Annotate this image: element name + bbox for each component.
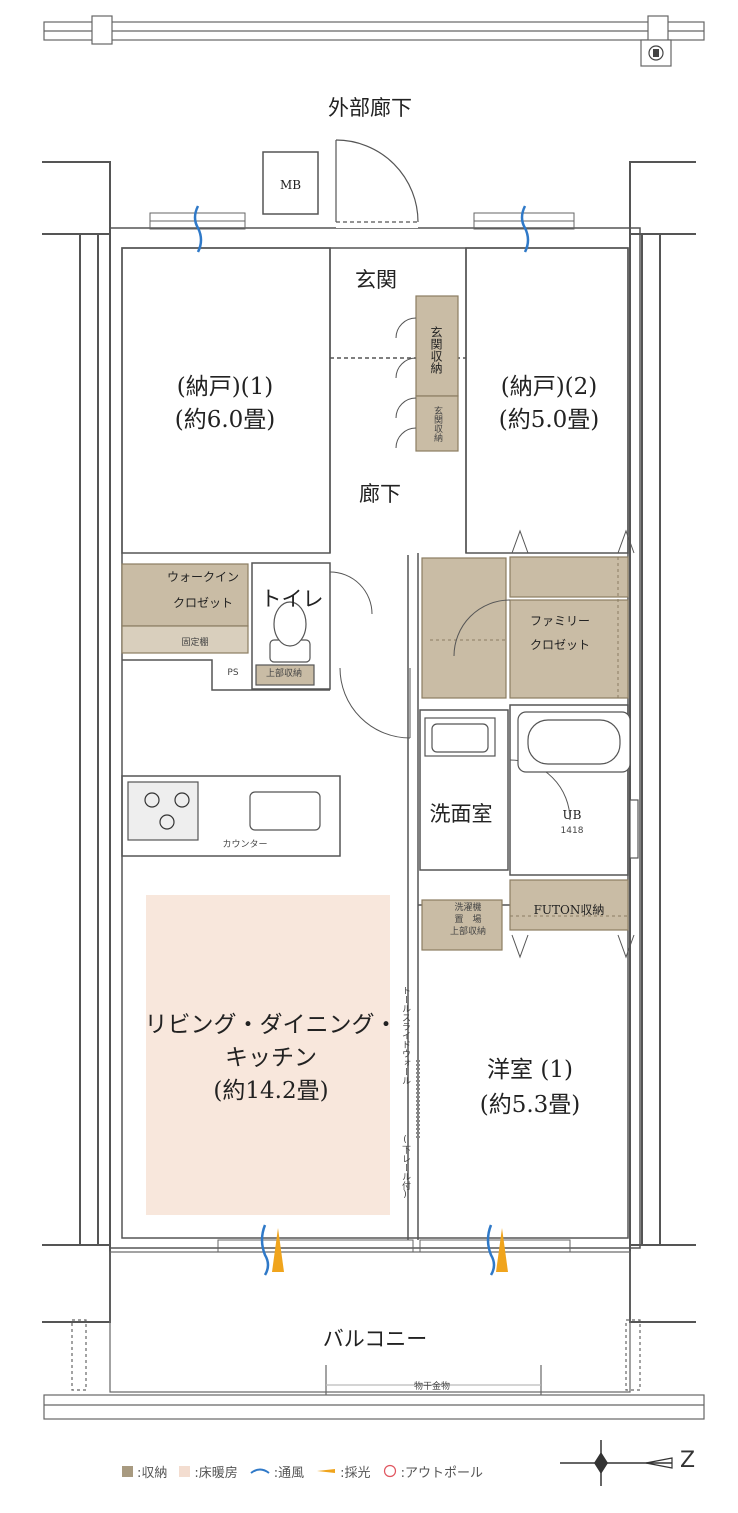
walk-in-closet-label-2: クロゼット (172, 596, 233, 610)
slide-wall-label: トールスライドウォール (400, 985, 410, 1085)
hallway-label: 廊下 (359, 482, 401, 506)
laundry-label-2: 置 場 (454, 915, 482, 925)
kitchen-counter (127, 781, 321, 841)
toilet-label: トイレ (260, 587, 324, 611)
ps-label: PS (227, 668, 239, 678)
counter-label: カウンター (222, 840, 268, 850)
outside-corridor-label: 外部廊下 (328, 96, 412, 120)
washroom-label: 洗面室 (429, 802, 493, 826)
storage-room-2-size: (約5.0畳) (498, 407, 600, 433)
legend-label: :床暖房 (194, 1465, 238, 1481)
entrance-door (335, 139, 419, 228)
ub-label: UB (562, 808, 582, 822)
balcony-windows (217, 1239, 571, 1253)
closet-arrow-markers (511, 529, 635, 959)
compass: Z (556, 1438, 706, 1488)
storage-areas (121, 295, 629, 951)
futon-storage-label: FUTON収納 (533, 903, 605, 917)
ldk-size-label: (約14.2畳) (213, 1078, 329, 1104)
stove-icon (144, 792, 190, 830)
laundry-label-1: 洗濯機 (454, 903, 482, 913)
entrance-storage-1-label: 玄関収納 (429, 326, 443, 374)
lighting-legend-icon (317, 1469, 336, 1473)
entrance-storage-2-label: 玄関収納 (432, 406, 442, 442)
family-closet-label-2: クロゼット (529, 638, 590, 652)
toilet-fixture (255, 601, 315, 686)
bathtub (517, 711, 639, 859)
slide-wall-rail-label: (下レール付) (400, 1134, 410, 1200)
balcony-area (43, 1251, 705, 1420)
mb-box (262, 151, 319, 215)
storage-room-1-size: (約6.0畳) (174, 407, 276, 433)
legend-item-lighting: :採光 (316, 1462, 371, 1481)
storage-room-1-name: (納戸)(1) (176, 374, 274, 400)
lighting-icon (272, 1228, 508, 1272)
western-room-name: 洋室 (1) (487, 1057, 573, 1083)
entrance-label: 玄関 (355, 268, 397, 292)
storage-room-2-name: (納戸)(2) (500, 374, 598, 400)
legend-label: :収納 (137, 1465, 168, 1481)
ldk-label-2: キッチン (225, 1045, 317, 1071)
washbasin (424, 717, 496, 757)
legend-label: :通風 (273, 1465, 305, 1481)
mb-label: MB (279, 178, 302, 192)
storage-swatch-icon (122, 1465, 133, 1477)
floor-heating-area (146, 895, 390, 1215)
outpole-icon (648, 45, 664, 61)
family-closet-label-1: ファミリー (529, 614, 590, 628)
ventilation-icon (193, 205, 530, 1276)
legend-item-ventilation: :通風 (250, 1462, 304, 1481)
compass-icon (560, 1440, 673, 1486)
western-room-size: (約5.3畳) (479, 1092, 581, 1118)
compass-letter: Z (680, 1448, 696, 1473)
outpole-legend-icon (383, 1464, 396, 1478)
laundry-label-3: 上部収納 (449, 927, 486, 937)
legend-item-storage: :収納 (122, 1462, 167, 1481)
storage-detail-lines (430, 557, 628, 917)
ldk-label-1: リビング・ダイニング・ (144, 1012, 398, 1038)
corridor-railing (43, 15, 705, 67)
balcony-label: バルコニー (322, 1327, 428, 1351)
toilet-upper-storage-label: 上部収納 (265, 669, 302, 679)
ub-size-label: 1418 (560, 826, 584, 836)
legend-item-floor-heating: :床暖房 (179, 1462, 238, 1481)
legend-label: :アウトポール (400, 1465, 483, 1481)
laundry-pole-label: 物干金物 (413, 1382, 450, 1392)
legend-item-outpole: :アウトポール (383, 1462, 483, 1481)
legend-label: :採光 (340, 1465, 371, 1481)
floor-heating-swatch-icon (179, 1465, 191, 1477)
fixed-shelf-label: 固定棚 (181, 638, 209, 648)
ventilation-legend-icon (250, 1468, 270, 1474)
walk-in-closet-label-1: ウォークイン (166, 570, 239, 584)
legend: :収納 :床暖房 :通風 :採光 :アウトポール (122, 1460, 483, 1482)
